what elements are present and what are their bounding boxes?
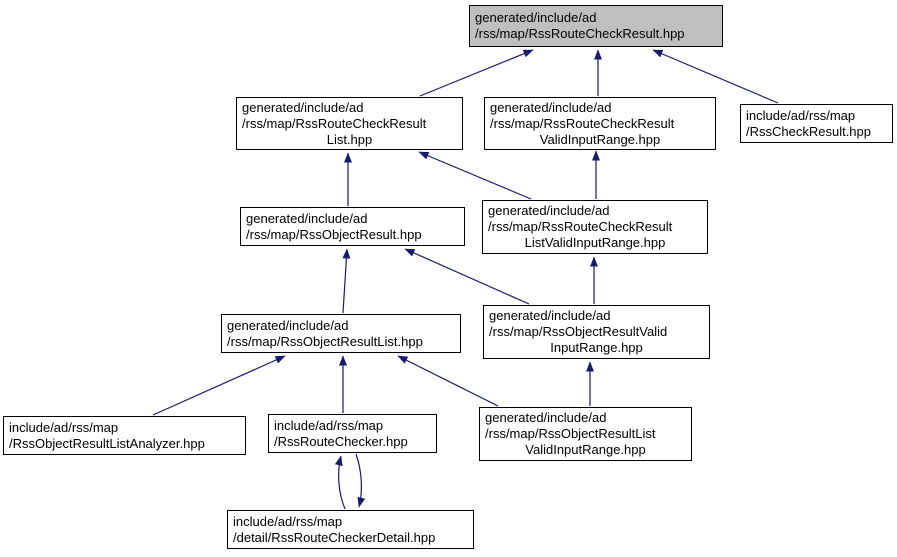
node-rss-object-result[interactable]: generated/include/ad /rss/map/RssObjectR… [240, 207, 465, 246]
edge-route-checker-to-route-checker-detail [355, 453, 366, 508]
node-label-line: List.hpp [326, 131, 373, 147]
node-label-line: /rss/map/RssRouteCheckResult [488, 219, 673, 234]
node-label-line: /rss/map/RssObjectResult.hpp [246, 226, 422, 242]
node-label-line: /rss/map/RssObjectResultList [485, 426, 656, 441]
node-rss-check-result[interactable]: include/ad/rss/map /RssCheckResult.hpp [740, 104, 893, 143]
node-label-line: generated/include/ad [490, 99, 612, 115]
node-rss-route-check-result-list-valid-input-range[interactable]: generated/include/ad /rss/map/RssRouteCh… [482, 200, 708, 254]
node-rss-object-result-list[interactable]: generated/include/ad /rss/map/RssObjectR… [221, 314, 461, 353]
node-label-line: /rss/map/RssRouteCheckResult.hpp [475, 26, 685, 41]
node-label-line: include/ad/rss/map [746, 107, 856, 123]
node-label-line: ValidInputRange.hpp [539, 131, 661, 147]
node-label-line: /rss/map/RssRouteCheckResult [242, 115, 427, 131]
node-label-line: /rss/map/RssObjectResultList.hpp [227, 333, 423, 349]
node-label-line: /RssRouteChecker.hpp [274, 433, 408, 449]
node-label-line: InputRange.hpp [550, 340, 643, 355]
node-label-line: generated/include/ad [227, 317, 349, 333]
node-label-line: ValidInputRange.hpp [525, 442, 646, 457]
node-label-line: generated/include/ad [485, 410, 607, 425]
node-label-line: include/ad/rss/map [274, 417, 384, 433]
node-rss-object-result-list-valid-input-range[interactable]: generated/include/ad /rss/map/RssObjectR… [479, 407, 692, 461]
node-label-line: /rss/map/RssRouteCheckResult [490, 115, 675, 131]
node-rss-route-checker[interactable]: include/ad/rss/map /RssRouteChecker.hpp [268, 414, 437, 453]
edge-route-checker-detail-to-route-checker [334, 455, 346, 510]
node-rss-route-check-result[interactable]: generated/include/ad /rss/map/RssRouteCh… [469, 5, 723, 47]
node-label-line: /rss/map/RssObjectResultValid [489, 324, 668, 339]
node-label-line: /detail/RssRouteCheckerDetail.hpp [233, 529, 436, 545]
node-label-line: generated/include/ad [488, 203, 610, 218]
node-label-line: ListValidInputRange.hpp [524, 235, 666, 250]
node-label-line: /RssCheckResult.hpp [746, 123, 871, 139]
node-label-line: generated/include/ad [475, 10, 597, 25]
node-label-line: generated/include/ad [489, 308, 611, 323]
edge-rss-check-result-to-route-check-result [652, 49, 779, 104]
edge-object-result-list-to-object-result [342, 248, 351, 314]
node-rss-route-check-result-list[interactable]: generated/include/ad /rss/map/RssRouteCh… [236, 97, 463, 150]
node-label-line: generated/include/ad [246, 210, 368, 226]
node-rss-object-result-list-analyzer[interactable]: include/ad/rss/map /RssObjectResultListA… [3, 416, 246, 455]
node-label-line: include/ad/rss/map [233, 513, 343, 529]
edge-object-result-list-valid-input-range-to-object-result-list [397, 355, 499, 407]
node-label-line: generated/include/ad [242, 99, 364, 115]
node-rss-route-checker-detail[interactable]: include/ad/rss/map /detail/RssRouteCheck… [227, 510, 474, 549]
edge-object-result-valid-input-range-to-object-result [404, 248, 530, 305]
edge-route-check-result-list-valid-input-range-to-route-check-result-list [418, 151, 532, 200]
edge-object-result-list-analyzer-to-object-result-list [152, 355, 286, 416]
node-rss-route-check-result-valid-input-range[interactable]: generated/include/ad /rss/map/RssRouteCh… [484, 97, 716, 150]
node-label-line: /RssObjectResultListAnalyzer.hpp [9, 435, 205, 451]
edge-route-check-result-list-to-route-check-result [419, 49, 534, 97]
node-label-line: include/ad/rss/map [9, 419, 119, 435]
node-rss-object-result-valid-input-range[interactable]: generated/include/ad /rss/map/RssObjectR… [483, 305, 710, 359]
